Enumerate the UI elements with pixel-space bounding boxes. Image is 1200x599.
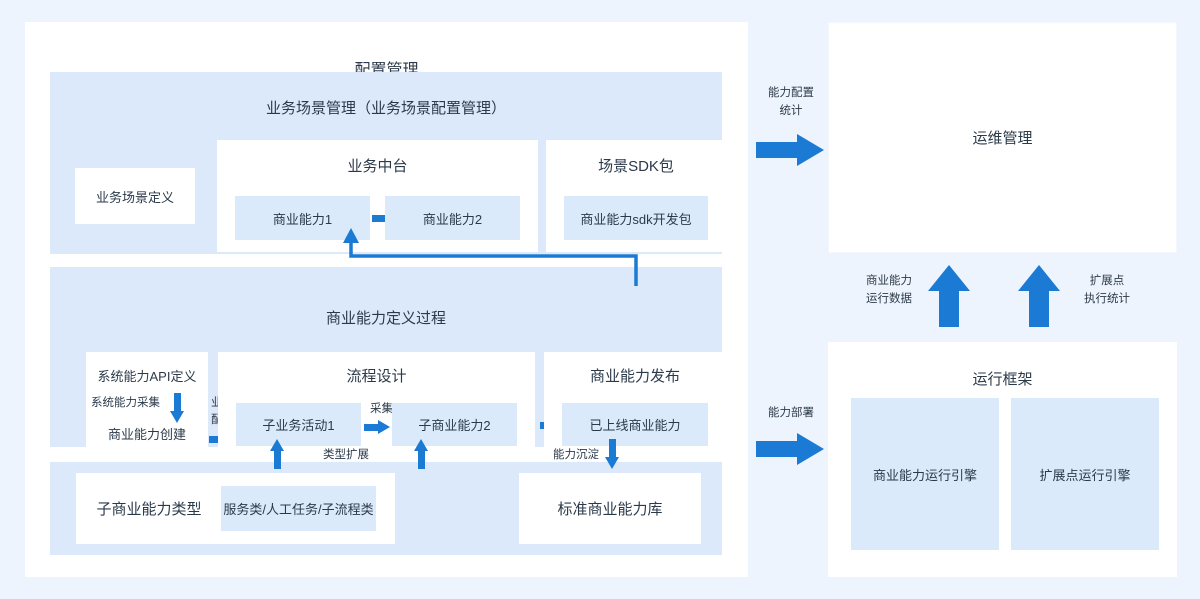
capability-config-stats-label-line1: 能力配置 [768, 87, 814, 99]
capability-publish-item-0-label: 已上线商业能力 [589, 418, 681, 433]
ops-runtime-gap: 商业能力 运行数据 扩展点 执行统计 [828, 253, 1177, 342]
scene-sdk-title: 场景SDK包 [598, 158, 674, 175]
capability-publish-title: 商业能力发布 [589, 368, 680, 385]
api-definition-top-label: 系统能力API定义 [97, 368, 197, 384]
midplatform-title: 业务中台 [347, 158, 408, 175]
runtime-engine-1[interactable]: 扩展点运行引擎 [1011, 398, 1159, 550]
process-design-item-1-label: 子商业能力2 [418, 418, 491, 433]
right-arrow-icon-config-stats [756, 134, 824, 166]
collect-arrow-label: 采集 [370, 403, 393, 415]
up-arrow-icon-type-extension-left [270, 439, 284, 469]
scene-management-title: 业务场景管理（业务场景配置管理） [265, 100, 506, 117]
midplatform-item-1-label: 商业能力2 [422, 211, 483, 227]
runtime-engine-0[interactable]: 商业能力运行引擎 [851, 398, 999, 550]
down-arrow-icon-precipitation [605, 439, 619, 469]
process-design-title: 流程设计 [346, 368, 407, 385]
type-extension-label: 类型扩展 [323, 449, 369, 461]
up-arrow-icon-ext-stats [1018, 265, 1060, 327]
midplatform-item-0-label: 商业能力1 [272, 211, 333, 227]
process-design-item-0-label: 子业务活动1 [262, 418, 335, 433]
process-design-box[interactable]: 流程设计 子业务活动1 采集 子商业能力2 [218, 352, 535, 452]
midplatform-item-0[interactable]: 商业能力1 [235, 196, 370, 240]
scene-sdk-item-0-label: 商业能力sdk开发包 [580, 211, 692, 227]
sub-capability-type-label: 子商业能力类型 [96, 501, 202, 518]
api-definition-box[interactable]: 系统能力API定义 系统能力采集 商业能力创建 [86, 352, 208, 452]
capability-definition-title: 商业能力定义过程 [325, 310, 446, 327]
scene-sdk-box[interactable]: 场景SDK包 商业能力sdk开发包 [546, 140, 726, 252]
right-arrow-icon-deploy [756, 433, 824, 465]
ops-management-label: 运维管理 [972, 130, 1033, 147]
ext-stats-label-line2: 执行统计 [1084, 293, 1130, 305]
capability-publish-item-0[interactable]: 已上线商业能力 [562, 403, 708, 446]
sub-capability-type-tag-label: 服务类/人工任务/子流程类 [223, 502, 374, 517]
runtime-engine-1-label: 扩展点运行引擎 [1039, 467, 1131, 483]
capability-deploy-label: 能力部署 [768, 407, 814, 419]
down-arrow-icon-api [170, 393, 184, 423]
process-design-item-0[interactable]: 子业务活动1 [236, 403, 361, 446]
scene-definition-box[interactable]: 业务场景定义 [75, 168, 195, 224]
capability-precipitation-label: 能力沉淀 [553, 449, 599, 461]
midplatform-box[interactable]: 业务中台 商业能力1 商业能力2 [217, 140, 538, 252]
right-arrow-icon-process-inner [364, 420, 390, 434]
runtime-data-label-line1: 商业能力 [866, 275, 912, 287]
capability-definition-panel: 商业能力定义过程 系统能力API定义 系统能力采集 商业能力创建 业务 配置 流… [50, 267, 726, 452]
runtime-engine-0-label: 商业能力运行引擎 [872, 467, 977, 483]
sub-capability-type-box[interactable]: 子商业能力类型 服务类/人工任务/子流程类 [76, 473, 395, 544]
system-capability-collect-label: 系统能力采集 [91, 397, 160, 409]
runtime-framework-title: 运行框架 [972, 371, 1033, 388]
ops-management-box[interactable]: 运维管理 [828, 22, 1177, 253]
capability-config-stats-label-line2: 统计 [779, 105, 803, 117]
sub-capability-type-tag[interactable]: 服务类/人工任务/子流程类 [221, 486, 376, 531]
right-card: 运维管理 商业能力 运行数据 扩展点 执行统计 运行框架 商业能力运行引擎 扩展… [828, 22, 1177, 577]
standard-library-label: 标准商业能力库 [557, 501, 663, 518]
standard-library-box[interactable]: 标准商业能力库 [519, 473, 701, 544]
feedback-connector [343, 228, 638, 286]
process-design-item-1[interactable]: 子商业能力2 [392, 403, 517, 446]
scene-sdk-item-0[interactable]: 商业能力sdk开发包 [564, 196, 708, 240]
runtime-data-label-line2: 运行数据 [866, 293, 912, 305]
up-arrow-icon-runtime-data [928, 265, 970, 327]
runtime-framework-box[interactable]: 运行框架 商业能力运行引擎 扩展点运行引擎 [828, 342, 1177, 577]
capability-publish-box[interactable]: 商业能力发布 已上线商业能力 [544, 352, 726, 452]
standard-library-panel: 子商业能力类型 服务类/人工任务/子流程类 标准商业能力库 [50, 462, 722, 555]
left-card: 配置管理 业务场景管理（业务场景配置管理） 业务场景定义 业务中台 商业能力1 … [25, 22, 748, 577]
scene-definition-label: 业务场景定义 [95, 189, 174, 205]
scene-management-panel: 业务场景管理（业务场景配置管理） 业务场景定义 业务中台 商业能力1 商业能力2… [50, 72, 726, 254]
capability-create-label: 商业能力创建 [107, 426, 186, 442]
ext-stats-label-line1: 扩展点 [1089, 275, 1125, 287]
midplatform-item-1[interactable]: 商业能力2 [385, 196, 520, 240]
up-arrow-icon-type-extension-right [414, 439, 428, 469]
